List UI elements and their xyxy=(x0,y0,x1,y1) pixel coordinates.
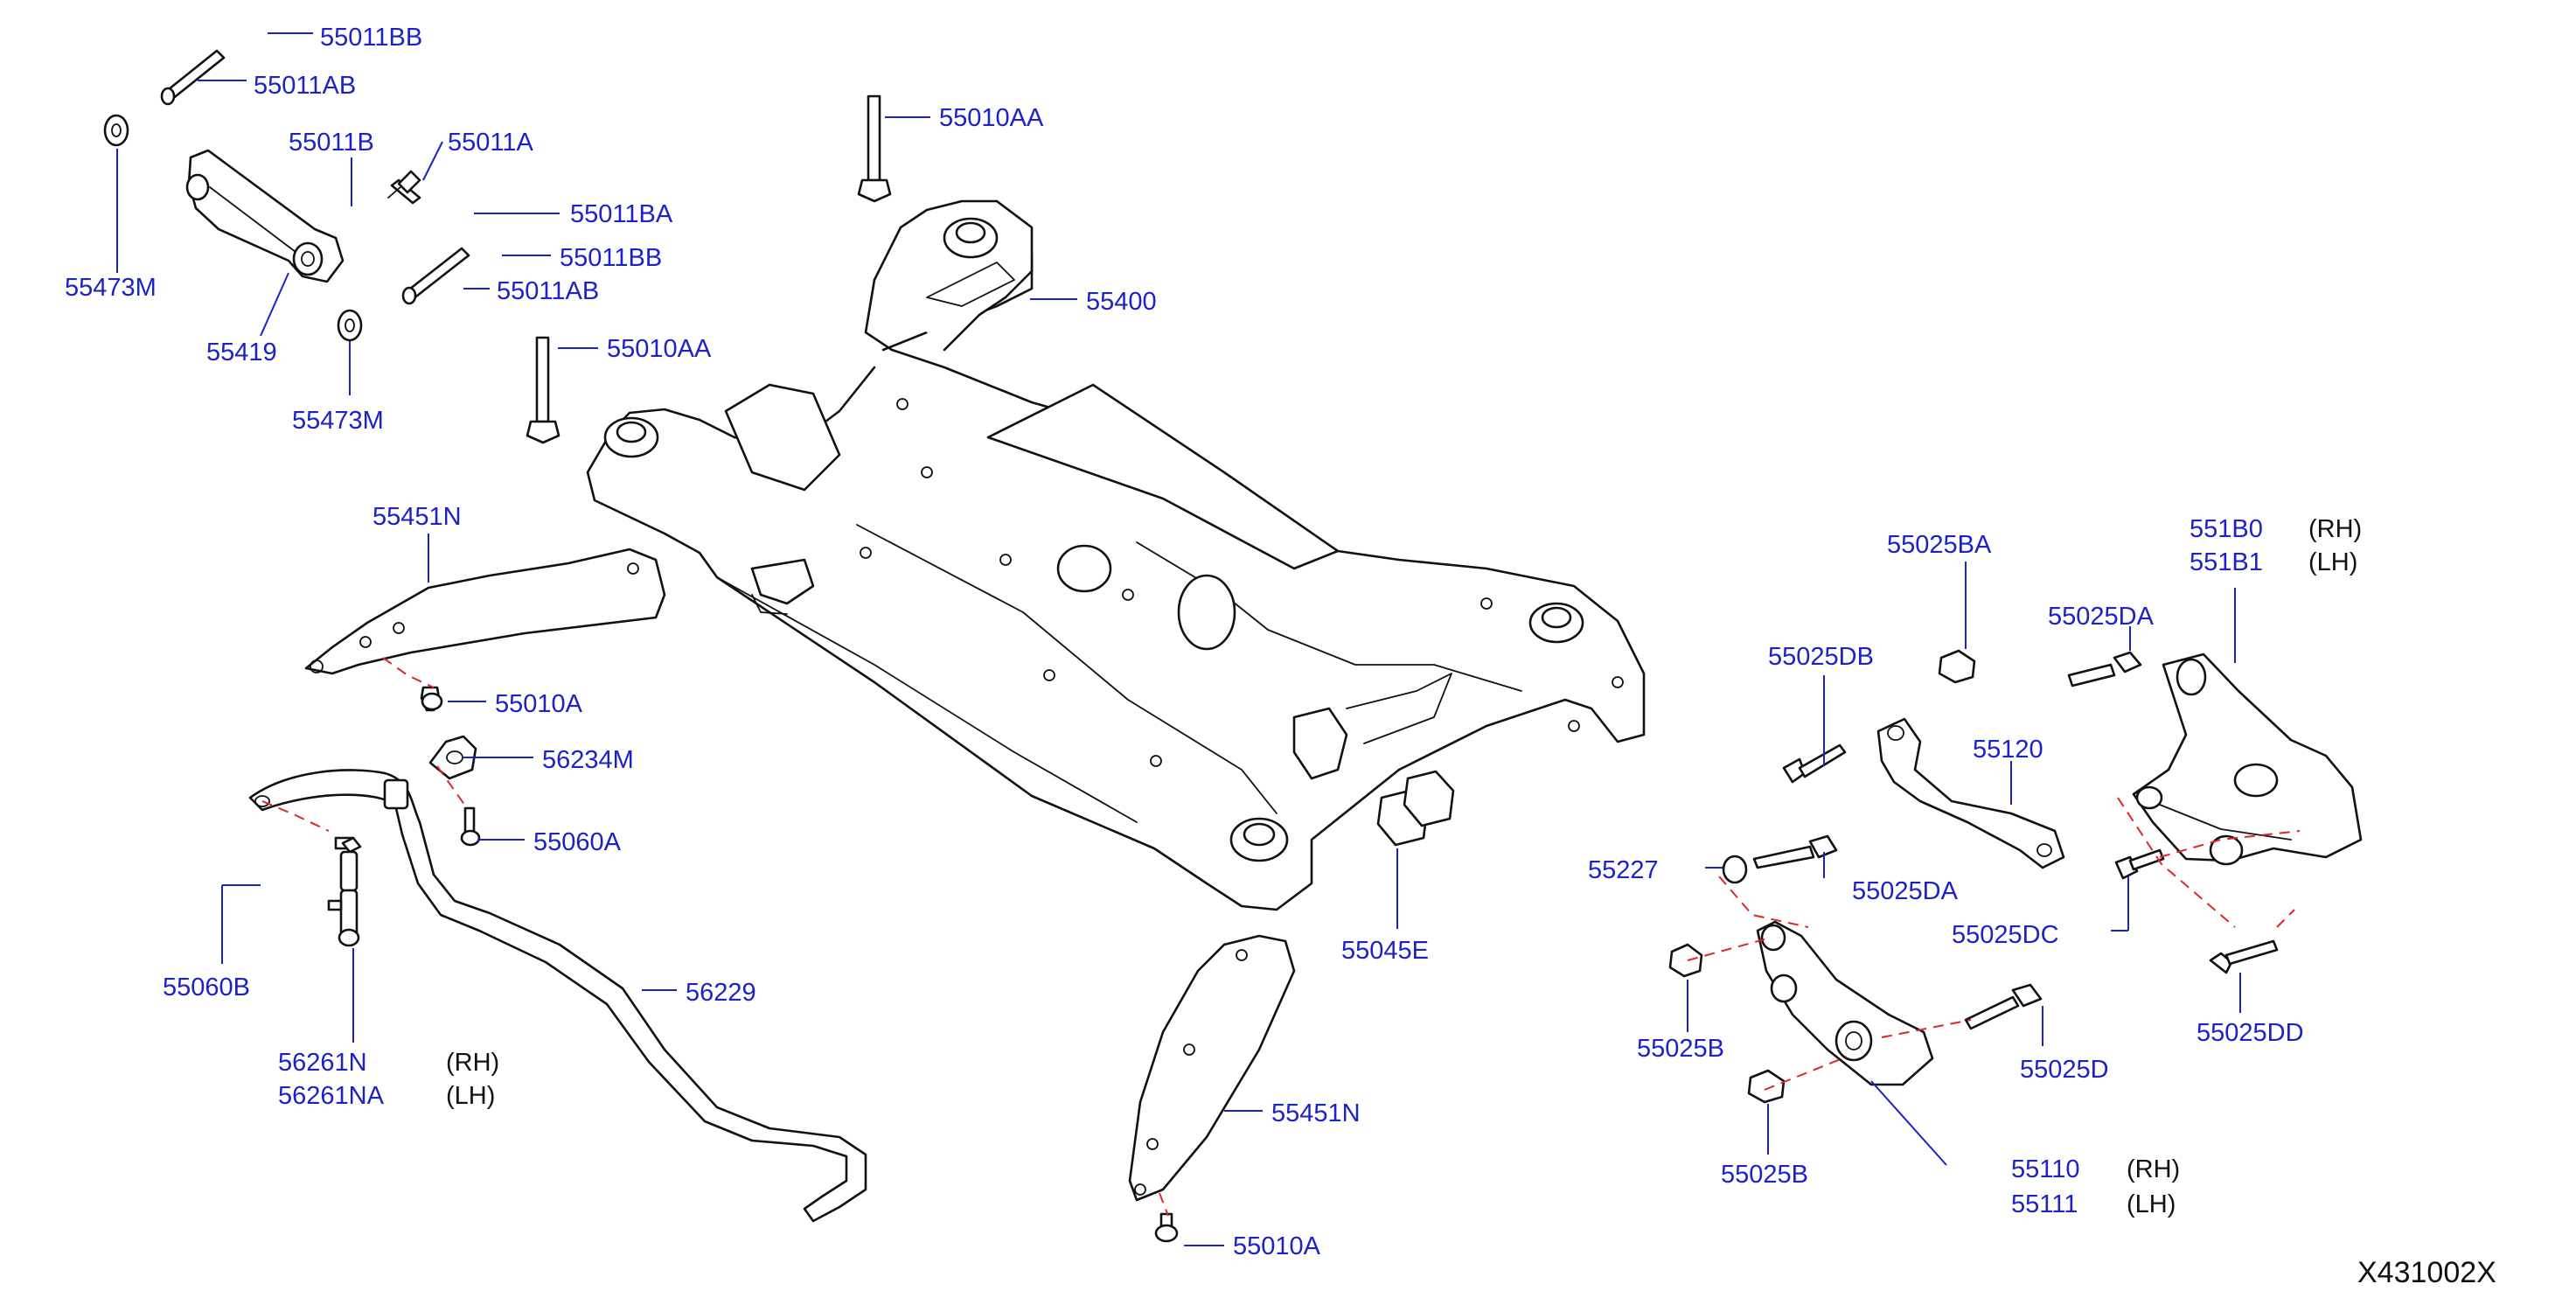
diagram-code: X431002X xyxy=(2357,1256,2496,1289)
callout-part-number: 56229 xyxy=(686,979,756,1007)
callout-part-number: 55025DA xyxy=(2048,603,2155,631)
callout-part-number: 55025DD xyxy=(2197,1019,2304,1047)
alignment-dashes xyxy=(261,657,2301,1217)
callout-part-number: 55010A xyxy=(1233,1232,1321,1260)
crossmember-drawing xyxy=(586,199,1646,911)
callout-part-number: 55025DB xyxy=(1768,643,1874,671)
upper-bracket-drawing xyxy=(304,548,666,712)
callout-part-number: 55011B xyxy=(289,129,374,157)
callout-part-number: 55025BA xyxy=(1887,531,1992,559)
callout-part-number: 56261N xyxy=(278,1049,367,1077)
lower-bracket-drawing xyxy=(1128,934,1296,1243)
callout-part-number: 551B0 xyxy=(2190,515,2263,543)
callout-part-number: 55025DA xyxy=(1852,877,1959,905)
callout-part-number: 55025D xyxy=(2020,1056,2109,1084)
callout-part-number: 55060B xyxy=(163,974,250,1001)
callout-part-number: 55045E xyxy=(1341,937,1429,965)
callout-part-number: 56234M xyxy=(542,746,634,774)
callout-part-number: 55010AA xyxy=(939,104,1044,132)
callout-part-number: 55060A xyxy=(533,828,622,856)
callout-part-number: 55473M xyxy=(65,274,157,302)
callout-part-number: 55451N xyxy=(372,503,462,531)
leader-lines xyxy=(116,32,2241,1246)
stabilizer-bar-drawing xyxy=(248,769,867,1223)
callout-part-number: 55025B xyxy=(1721,1161,1808,1189)
callout-part-number: 55120 xyxy=(1973,736,2043,764)
callout-part-number: 55010AA xyxy=(607,335,712,363)
callout-part-number: 55451N xyxy=(1271,1099,1361,1127)
washers-drawing xyxy=(1376,770,1455,847)
clamp-drawing xyxy=(428,735,481,847)
callout-side: (RH) xyxy=(2127,1155,2180,1183)
callout-side: (RH) xyxy=(2308,515,2362,543)
callout-side: (RH) xyxy=(446,1049,499,1077)
callout-side: (LH) xyxy=(446,1082,495,1110)
callout-part-number: 55400 xyxy=(1086,288,1157,316)
callout-part-number: 551B1 xyxy=(2190,548,2263,576)
callout-part-number: 55473M xyxy=(292,407,384,435)
callout-side: (LH) xyxy=(2127,1190,2176,1218)
callout-part-number: 55011BB xyxy=(320,24,422,52)
callout-part-number: 55025DC xyxy=(1952,921,2059,949)
callout-part-number: 55011AB xyxy=(497,277,599,305)
callout-part-number: 55010A xyxy=(495,690,583,718)
callout-part-number: 55011AB xyxy=(254,72,356,100)
upper-link-group-drawing xyxy=(103,49,470,342)
right-arm-parts-drawing xyxy=(1668,649,2363,1104)
callout-part-number: 55011A xyxy=(448,129,533,157)
callout-side: (LH) xyxy=(2308,548,2357,576)
callout-part-number: 55025B xyxy=(1637,1035,1724,1063)
callout-part-number: 55110 xyxy=(2011,1155,2080,1183)
callout-part-number: 55011BA xyxy=(570,200,673,228)
callout-part-number: 55419 xyxy=(206,338,277,366)
callout-part-number: 55227 xyxy=(1588,856,1659,884)
stabilizer-link-drawing xyxy=(327,836,362,947)
callout-part-number: 55111 xyxy=(2011,1190,2078,1218)
callout-labels: 55011BB 55011AB 55011B 55011A 55011BA 55… xyxy=(65,24,2362,1260)
callout-part-number: 55011BB xyxy=(560,244,662,272)
callout-part-number: 56261NA xyxy=(278,1082,385,1110)
crossmember-bolts-drawing xyxy=(526,94,892,444)
